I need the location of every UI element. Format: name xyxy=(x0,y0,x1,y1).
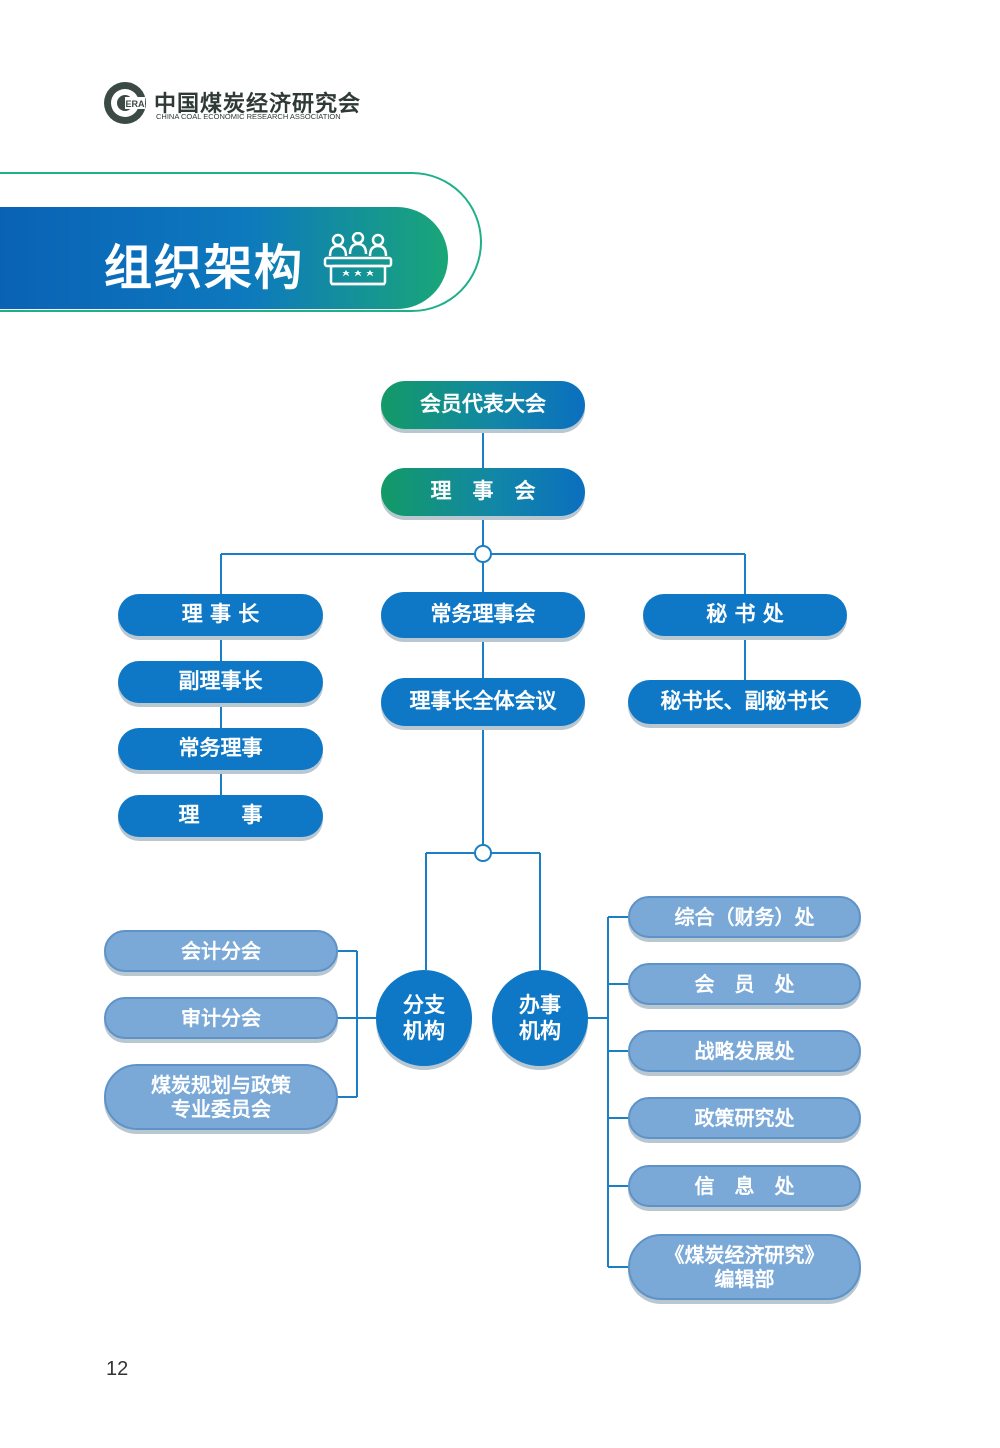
org-name-cn: 中国煤炭经济研究会 xyxy=(154,91,362,117)
node-accounting-branch: 会计分会 xyxy=(104,930,338,972)
node-standing-council: 常务理事会 xyxy=(381,592,585,638)
node-planning-policy-committee: 煤炭规划与政策 专业委员会 xyxy=(104,1064,338,1130)
node-chairman-plenary: 理事长全体会议 xyxy=(381,678,585,726)
node-director: 理 事 xyxy=(118,795,323,837)
node-council: 理 事 会 xyxy=(381,468,585,516)
node-strategy-office: 战略发展处 xyxy=(628,1030,861,1072)
node-policy-research-office: 政策研究处 xyxy=(628,1097,861,1139)
section-title: 组织架构 xyxy=(104,240,305,296)
hub-branches: 分支 机构 xyxy=(376,970,472,1066)
junction-bottom xyxy=(474,844,492,862)
node-membership-office: 会 员 处 xyxy=(628,963,861,1005)
node-secretariat: 秘 书 处 xyxy=(643,594,847,636)
org-name-en: CHINA COAL ECONOMIC RESEARCH ASSOCIATION xyxy=(156,112,341,121)
cera-logo-icon: ERA xyxy=(104,82,146,124)
junction-top xyxy=(474,545,492,563)
meeting-podium-icon xyxy=(323,232,393,286)
node-member-assembly: 会员代表大会 xyxy=(381,381,585,429)
node-information-office: 信 息 处 xyxy=(628,1165,861,1207)
logo-mark-text: ERA xyxy=(125,99,145,109)
node-editorial-department: 《煤炭经济研究》 编辑部 xyxy=(628,1234,861,1300)
node-standing-director: 常务理事 xyxy=(118,728,323,770)
page-number: 12 xyxy=(106,1358,129,1380)
title-band-outline xyxy=(0,172,482,312)
hub-offices: 办事 机构 xyxy=(492,970,588,1066)
node-audit-branch: 审计分会 xyxy=(104,997,338,1039)
node-general-finance-office: 综合（财务）处 xyxy=(628,896,861,938)
node-chairman: 理 事 长 xyxy=(118,594,323,636)
node-secretary-general: 秘书长、副秘书长 xyxy=(628,680,861,724)
node-vice-chairman: 副理事长 xyxy=(118,661,323,703)
